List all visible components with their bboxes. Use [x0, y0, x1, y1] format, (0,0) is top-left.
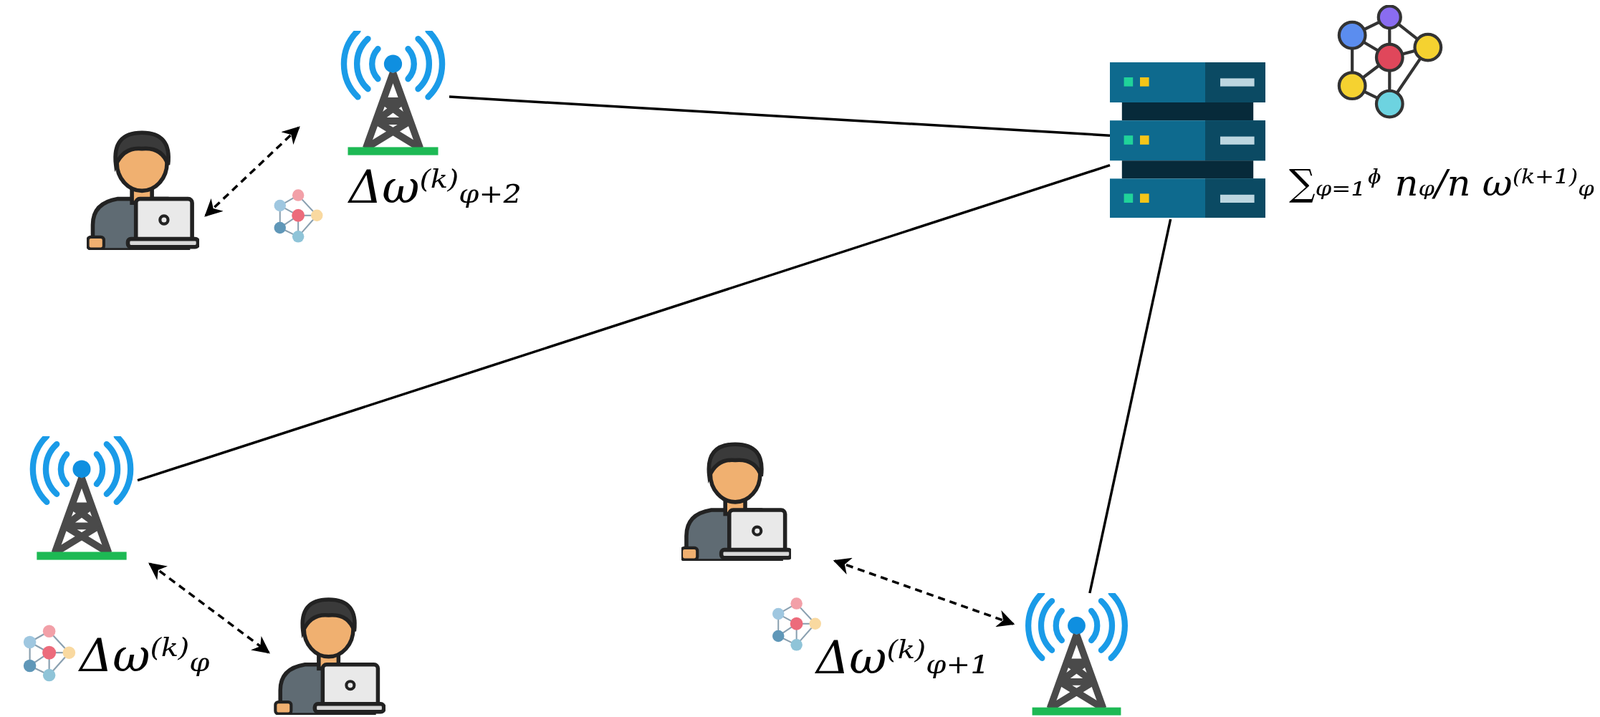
model-update-label: Δω⁽ᵏ⁾ᵩ₊₁ [816, 630, 989, 686]
user-laptop [275, 599, 384, 716]
backhaul-link [449, 96, 1110, 136]
base-station [32, 436, 131, 561]
user-laptop [681, 444, 792, 562]
base-station [1028, 593, 1125, 716]
backhaul-link [1089, 219, 1171, 594]
aggregation-formula: ∑ᵩ₌₁ᶲ nᵩ/n ω⁽ᵏ⁺¹⁾ᵩ [1289, 161, 1595, 206]
base-station-node: Δω⁽ᵏ⁾ᵩ₊₁ [1020, 593, 1133, 716]
model-update-label: Δω⁽ᵏ⁾ᵩ [79, 628, 210, 684]
base-station [343, 30, 443, 156]
local-model-icon [273, 189, 323, 243]
wireless-link [205, 127, 299, 216]
base-station-node: Δω⁽ᵏ⁾ᵩ₊₂ [336, 30, 450, 157]
local-model-icon [23, 624, 76, 682]
server-node: ∑ᵩ₌₁ᶲ nᵩ/n ω⁽ᵏ⁺¹⁾ᵩ [1109, 60, 1266, 220]
wireless-link [834, 561, 1014, 625]
global-model-icon [1339, 5, 1441, 117]
user-laptop [88, 132, 199, 251]
backhaul-link [137, 165, 1110, 481]
base-station-node: Δω⁽ᵏ⁾ᵩ [25, 436, 138, 562]
local-model-icon [772, 597, 822, 651]
server-icon [1109, 62, 1266, 218]
model-update-label: Δω⁽ᵏ⁾ᵩ₊₂ [348, 159, 522, 215]
